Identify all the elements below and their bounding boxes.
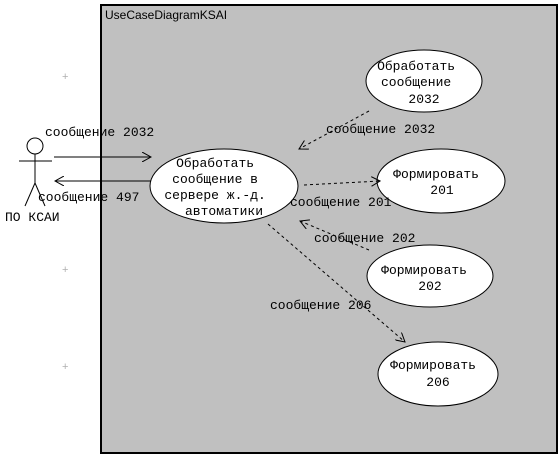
actor-po-ksai[interactable] (19, 137, 52, 207)
message-arrow-server-to-206[interactable] (267, 223, 405, 342)
boundary-title: UseCaseDiagramKSAI (105, 8, 227, 22)
message-label-server-to-201: сообщение 201 (290, 195, 392, 210)
usecase-form-201-label: Формировать 201 (393, 167, 487, 198)
message-arrow-server-to-201[interactable] (303, 181, 380, 185)
actor-head (26, 137, 44, 155)
usecase-form-202-label: Формировать 202 (381, 263, 475, 294)
actor-leg-left (24, 182, 36, 207)
usecase-form-206-label: Формировать 206 (390, 358, 484, 390)
actor-leg-right (34, 182, 46, 207)
usecase-form-206[interactable] (377, 341, 499, 407)
message-arrow-server-to-202[interactable] (300, 221, 370, 251)
message-label-server-to-actor: сообщение 497 (38, 190, 139, 205)
message-label-actor-to-server: сообщение 2032 (45, 125, 154, 140)
usecase-process-2032[interactable] (365, 49, 483, 113)
grid-plus-mark: + (62, 361, 68, 373)
actor-name: ПО КСАИ (5, 210, 60, 225)
grid-plus-mark: + (62, 264, 68, 276)
message-label-server-to-206: сообщение 206 (270, 298, 371, 313)
message-arrow-server-to-2032[interactable] (299, 110, 370, 149)
usecase-process-server[interactable] (149, 148, 299, 224)
message-label-server-to-202: сообщение 202 (314, 231, 415, 246)
grid-plus-mark: + (62, 71, 68, 83)
usecase-process-server-label: Обработать сообщение в сервере ж.-д. авт… (164, 156, 273, 219)
message-label-server-to-2032: сообщение 2032 (326, 122, 435, 137)
usecase-process-2032-label: Обработать сообщение 2032 (377, 59, 463, 107)
usecase-form-202[interactable] (366, 244, 494, 308)
